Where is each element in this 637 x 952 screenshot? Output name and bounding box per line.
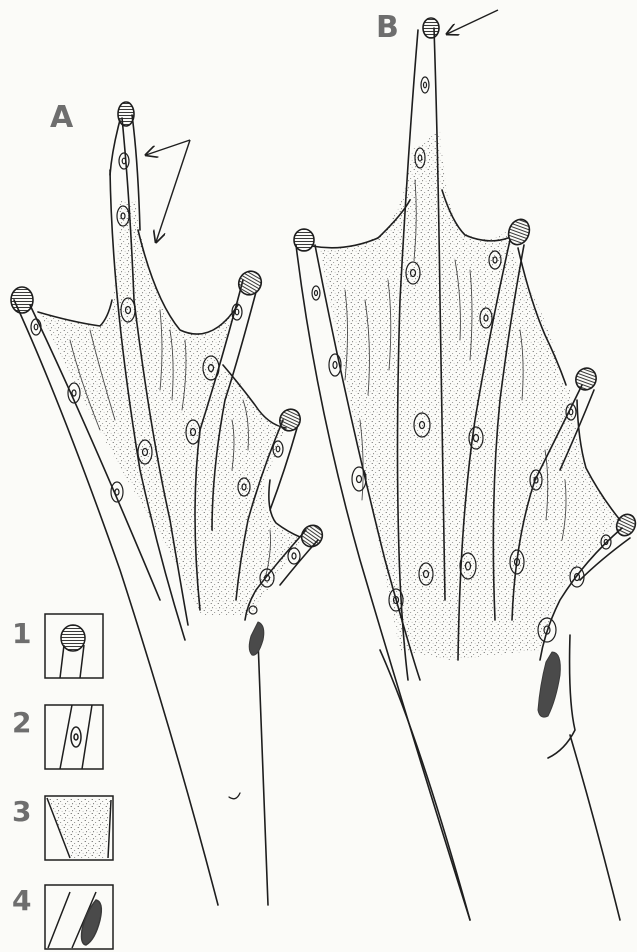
arrow-a-lower (156, 140, 190, 242)
tarsal-tubercle-b (538, 652, 560, 717)
legend-box-2-tubercle (45, 705, 103, 769)
webbing-b (320, 130, 620, 660)
toe-disc-b2 (423, 18, 439, 38)
arrow-b (447, 10, 498, 34)
legend (45, 614, 113, 949)
toe-disc-a5 (297, 521, 326, 550)
legend-box-3-web (45, 796, 113, 860)
legend-box-1-disc (45, 614, 103, 678)
tarsal-tubercle-a (249, 622, 264, 655)
toe-disc-a2 (118, 102, 134, 126)
foot-a (11, 102, 327, 905)
arrow-a-upper (146, 140, 190, 155)
toe-disc-b4 (573, 365, 599, 393)
toe-disc-b1 (294, 229, 314, 251)
toe-disc-a1 (11, 287, 33, 313)
legend-box-4-dark-tubercle (45, 885, 113, 949)
foot-b (294, 18, 637, 920)
